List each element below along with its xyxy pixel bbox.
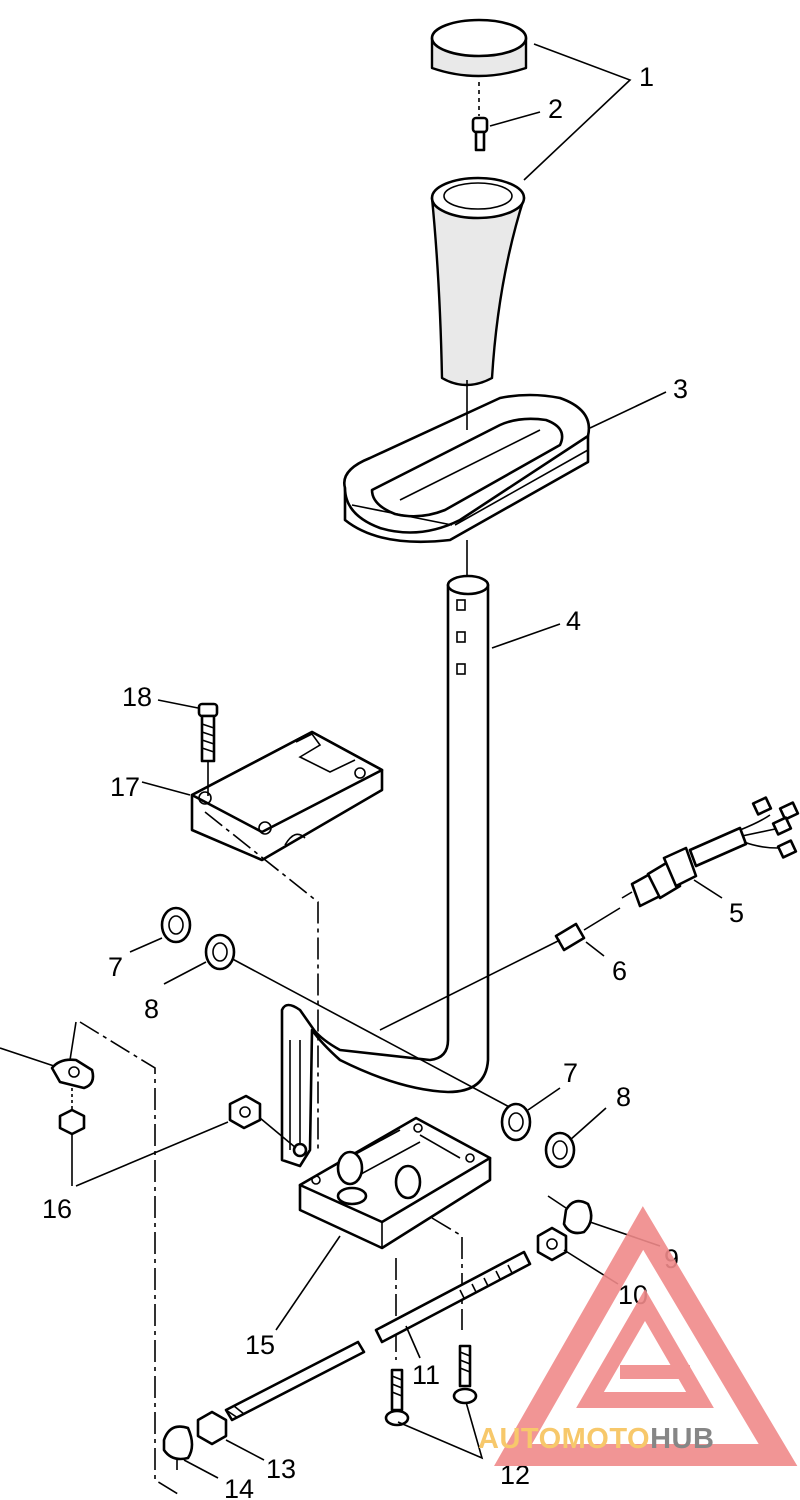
part-2-screw: [471, 82, 489, 152]
part-17-bracket: [190, 730, 384, 862]
linkage-arm: [0, 1021, 95, 1090]
part-12-bolt-right: [452, 1344, 478, 1405]
part-8-washer-upper: [204, 933, 236, 971]
pin-axis-line: [379, 939, 561, 1031]
assembly-line-left: [79, 1021, 179, 1495]
assembly-line-bracket: [204, 811, 319, 1150]
callout-6: 6: [612, 956, 627, 986]
callout-2: 2: [548, 94, 563, 124]
part-7-washer-lower: [500, 1102, 532, 1142]
part-9-rod-end: [547, 1195, 593, 1235]
pivot-axis-line: [224, 954, 516, 1111]
callout-7-lower: 7: [563, 1058, 578, 1088]
part-12-bolt-left: [384, 1368, 410, 1427]
callout-8-upper: 8: [144, 994, 159, 1024]
part-7-washer-upper: [160, 906, 192, 944]
part-6-pin: [554, 907, 621, 952]
part-5-switch-harness: [621, 796, 800, 908]
callout-14: 14: [224, 1474, 254, 1500]
part-1-knob-cap: [430, 18, 528, 78]
callout-3: 3: [673, 374, 688, 404]
part-4-shift-lever: [280, 540, 490, 1168]
part-11-tie-rod: [374, 1250, 532, 1344]
watermark-text: AUTOMOTOHUB: [478, 1423, 714, 1455]
callout-11: 11: [412, 1360, 440, 1390]
callout-17: 17: [110, 772, 140, 802]
callout-18: 18: [122, 682, 152, 712]
callout-4: 4: [566, 606, 581, 636]
part-15-base-block: [298, 1116, 492, 1250]
watermark-suffix: HUB: [650, 1423, 714, 1455]
callouts: 1 2 3 4 5 6 7 8 7 8 9 10 11 12 13 14 15 …: [42, 62, 744, 1500]
callout-1: 1: [639, 62, 654, 92]
part-16-nut-lower: [58, 1088, 86, 1136]
part-10-nut: [536, 1226, 568, 1262]
callout-13: 13: [266, 1454, 296, 1484]
callout-5: 5: [729, 898, 744, 928]
part-3-shift-boot: [343, 380, 591, 544]
callout-16: 16: [42, 1194, 72, 1224]
callout-15: 15: [245, 1330, 275, 1360]
callout-7-upper: 7: [108, 952, 123, 982]
part-1-knob-body: [430, 176, 526, 387]
assembly-line-base: [431, 1217, 463, 1330]
callout-8-lower: 8: [616, 1082, 631, 1112]
part-13-14-lower-rod: [162, 1340, 366, 1470]
watermark-prefix: AUTOMOTO: [478, 1423, 650, 1455]
automotohub-logo-icon: [494, 1206, 798, 1466]
part-16-nut-upper: [228, 1094, 297, 1149]
part-8-washer-lower: [544, 1131, 576, 1169]
part-18-screw: [197, 702, 219, 796]
watermark: AUTOMOTOHUB: [478, 1206, 798, 1466]
